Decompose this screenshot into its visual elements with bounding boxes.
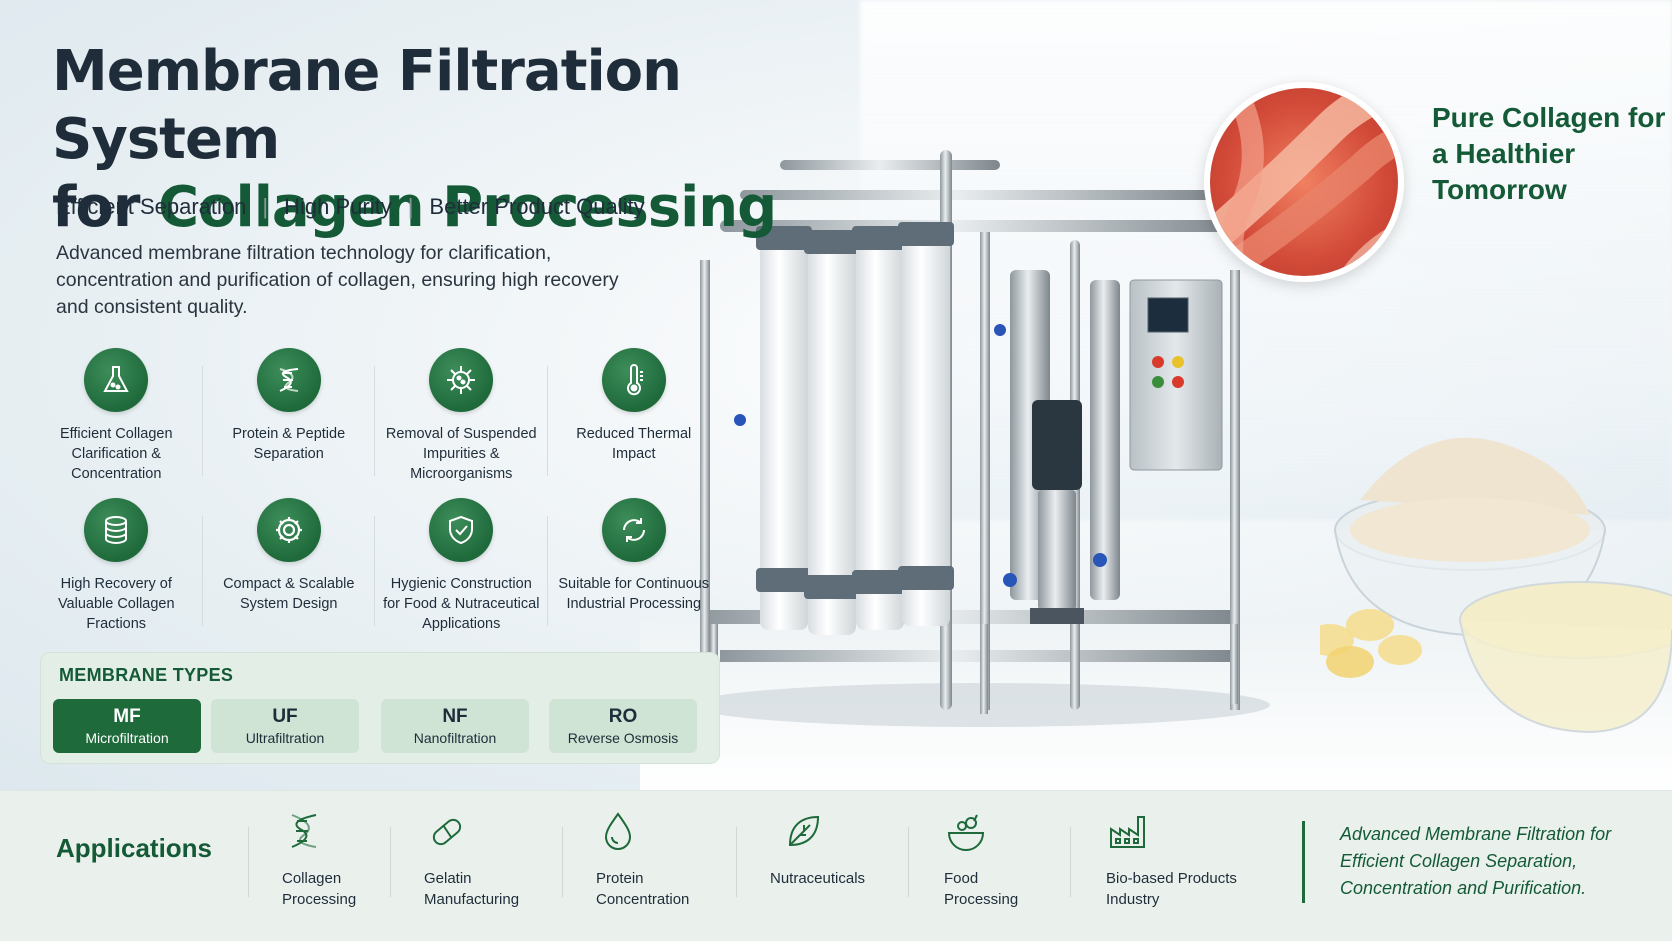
application-label: Bio-based Products Industry [1106,870,1237,908]
application-label: Collagen Processing [282,870,357,908]
feature-label: Reduced Thermal Impact [576,426,692,462]
shield-check-icon [429,498,494,562]
food-bowl-icon [947,814,985,851]
membrane-name: Nanofiltration [413,730,497,746]
membrane-type-ro[interactable]: RO Reverse Osmosis [549,699,697,753]
note-accent-bar [1302,821,1305,903]
membrane-types-panel: MEMBRANE TYPES MF Microfiltration UF Ult… [40,652,720,764]
membrane-code: RO [608,706,638,727]
title-accent: Collagen Processing [157,175,777,240]
feature-label: Efficient Collagen Clarification & Conce… [59,426,173,482]
application-item: Collagen Processing [282,809,372,919]
application-item: Nutraceuticals [770,809,880,919]
membrane-type-nf[interactable]: NF Nanofiltration [381,699,529,753]
feature-label: Hygienic Construction for Food & Nutrace… [383,576,540,632]
dna-icon [291,814,317,848]
feature-label: Suitable for Continuous Industrial Proce… [558,576,710,612]
features-grid: Efficient Collagen Clarification & Conce… [30,348,720,638]
thermometer-icon [601,348,666,412]
database-icon [84,498,149,562]
feature-item: High Recovery of Valuable Collagen Fract… [30,498,203,648]
feature-item: Suitable for Continuous Industrial Proce… [548,498,721,648]
leaf-icon [788,815,820,847]
collagen-fiber-image [1204,82,1404,282]
applications-title: Applications [56,833,213,863]
feature-label: Removal of Suspended Impurities & Microo… [385,426,537,482]
applications-bar: Applications Collagen Processing Gelatin… [0,790,1672,941]
membrane-type-mf[interactable]: MF Microfiltration [53,699,201,753]
dna-icon [256,348,321,412]
application-label: Gelatin Manufacturing [424,870,520,908]
application-item: Food Processing [944,809,1034,919]
benefits-line: Efficient Separation | High Purity | Better … [56,194,756,220]
application-label: Food Processing [944,870,1019,908]
divider [908,827,909,897]
application-item: Protein Concentration [596,809,706,919]
filtration-system-illustration [690,150,1270,727]
membrane-type-uf[interactable]: UF Ultrafiltration [211,699,359,753]
feature-item: Protein & Peptide Separation [203,348,376,498]
feature-label: High Recovery of Valuable Collagen Fract… [57,576,175,632]
feature-item: Reduced Thermal Impact [548,348,721,498]
feature-item: Removal of Suspended Impurities & Microo… [375,348,548,498]
application-label: Protein Concentration [596,870,690,908]
capsule-icon [432,818,462,846]
membrane-code: MF [113,706,141,727]
benefit-2: High Purity [284,194,392,219]
feature-label: Compact & Scalable System Design [223,576,355,612]
membrane-code: NF [442,706,468,727]
factory-icon [1110,816,1145,848]
collagen-powder-illustration [1320,437,1672,734]
divider [736,827,737,897]
divider [1070,827,1071,897]
application-item: Gelatin Manufacturing [424,809,534,919]
membrane-name: Microfiltration [85,730,169,746]
tagline: Pure Collagen for a Healthier Tomorrow [1432,102,1666,205]
feature-item: Compact & Scalable System Design [203,498,376,648]
title-line-1: Membrane Filtration System [52,39,682,172]
flask-icon [84,348,149,412]
divider [248,827,249,897]
page-title: Membrane Filtration System for Collagen … [52,38,872,242]
membrane-name: Reverse Osmosis [567,730,679,746]
membrane-code: UF [272,706,298,727]
droplet-icon [604,812,632,850]
divider [390,827,391,897]
title-line-2: for Collagen Processing [52,174,872,242]
title-prefix: for [52,175,158,240]
benefit-3: Better Product Quality [429,194,645,219]
divider [562,827,563,897]
membrane-types-title: MEMBRANE TYPES [59,665,234,685]
intro-paragraph: Advanced membrane filtration technology … [56,242,619,318]
feature-item: Hygienic Construction for Food & Nutrace… [375,498,548,648]
membrane-name: Ultrafiltration [245,730,325,746]
application-label: Nutraceuticals [770,870,866,887]
feature-label: Protein & Peptide Separation [232,426,346,462]
benefit-1: Efficient Separation [56,194,247,219]
separator: | [407,194,414,219]
application-item: Bio-based Products Industry [1106,809,1256,919]
cycle-icon [601,498,666,562]
separator: | [262,194,269,219]
feature-item: Efficient Collagen Clarification & Conce… [30,348,203,498]
gear-icon [256,498,321,562]
microorganism-icon [429,348,494,412]
applications-note: Advanced Membrane Filtration for Efficie… [1340,824,1612,898]
